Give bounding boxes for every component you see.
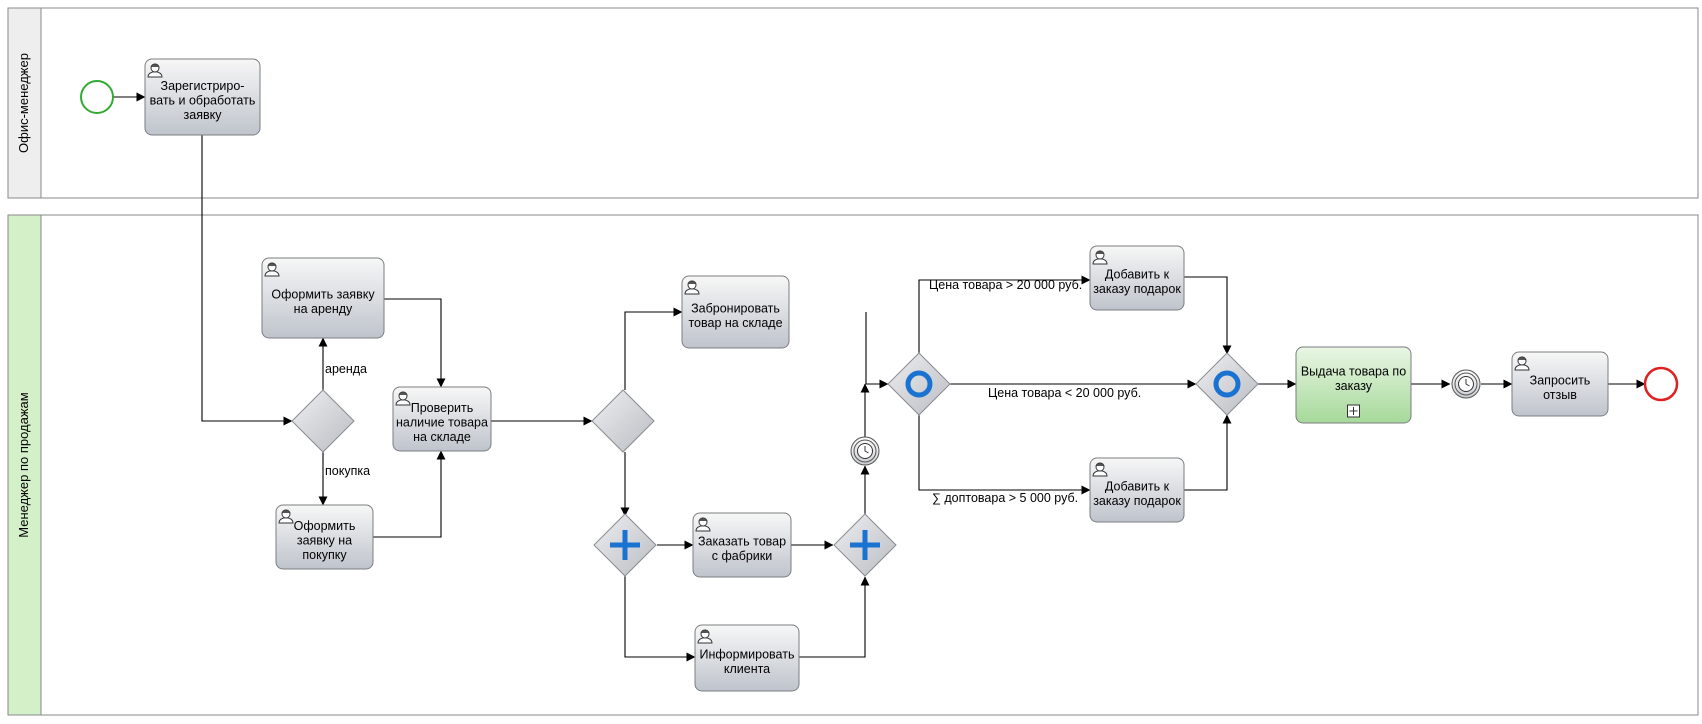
task-label-line: заказу подарок — [1093, 282, 1181, 296]
user-task-icon — [1092, 462, 1108, 477]
timer-event-issue[interactable] — [1451, 369, 1481, 399]
subprocess-plus-icon — [1347, 404, 1360, 418]
task-label-line: Забронировать — [691, 301, 780, 315]
timer-event-join[interactable] — [850, 436, 880, 466]
task-label-line: заказу — [1335, 379, 1373, 393]
timer-icon — [857, 443, 873, 459]
user-task-icon — [147, 63, 163, 78]
end-event[interactable] — [1643, 366, 1679, 402]
task-label-line: Добавить к — [1105, 267, 1170, 281]
exclusive-gateway-type[interactable] — [291, 389, 355, 453]
lane-office: Офис-менеджер — [7, 7, 1699, 199]
task-label-line: Заказать товар — [698, 534, 786, 548]
parallel-gateway-split[interactable] — [593, 513, 657, 577]
flow-reserve-incl — [865, 312, 889, 389]
inclusive-gateway-icon — [1213, 370, 1241, 398]
task-label-line: Оформить — [294, 519, 356, 533]
flow-purchase-check — [373, 450, 446, 538]
edge-label-rent: аренда — [325, 362, 367, 376]
task-label-line: Добавить к — [1105, 479, 1170, 493]
start-event[interactable] — [80, 80, 114, 114]
user-task-icon — [395, 391, 411, 406]
task-label-line: покупку — [302, 548, 347, 562]
task-label-line: заявку — [184, 108, 223, 122]
edge-label-price-high: Цена товара > 20 000 руб. — [929, 278, 1082, 292]
task-label-line: Зарегистриро- — [161, 79, 245, 93]
user-task-icon — [697, 629, 713, 644]
exclusive-gateway-stock[interactable] — [591, 389, 655, 453]
task-label-line: Запросить — [1530, 373, 1591, 387]
flow-incl-gift1 — [918, 275, 1091, 353]
inclusive-gateway-split[interactable] — [887, 352, 951, 416]
flow-incl-gift2 — [918, 415, 1091, 495]
parallel-gateway-icon — [610, 530, 640, 560]
task-label-line: клиента — [724, 662, 770, 676]
task-label-line: Выдача товара по — [1301, 364, 1406, 378]
task-label-line: на складе — [413, 430, 471, 444]
user-task-icon — [1514, 356, 1530, 371]
task-label-line: Оформить заявку — [271, 287, 375, 301]
task-label-line: Информировать — [700, 647, 795, 661]
user-task-icon — [264, 262, 280, 277]
inclusive-gateway-icon — [905, 370, 933, 398]
task-label-line: Проверить — [411, 401, 474, 415]
task-label-line: отзыв — [1543, 388, 1577, 402]
edge-label-purchase: покупка — [325, 464, 370, 478]
task-label-line: товар на складе — [688, 316, 782, 330]
flow-inform-join — [799, 576, 870, 658]
task-label-line: заказу подарок — [1093, 494, 1181, 508]
parallel-gateway-join[interactable] — [833, 513, 897, 577]
user-task-icon — [278, 509, 294, 524]
edge-label-extra-sum: ∑ доптовара > 5 000 руб. — [932, 491, 1078, 505]
flow-gift1-merge — [1184, 276, 1232, 355]
task-label-line: вать и обработать — [150, 94, 256, 108]
user-task-icon — [1092, 250, 1108, 265]
lane-title-sales: Менеджер по продажам — [16, 392, 31, 538]
flow-register-gateway — [201, 135, 293, 426]
flow-rent-check — [384, 298, 446, 388]
user-task-icon — [684, 280, 700, 295]
inclusive-gateway-merge[interactable] — [1195, 352, 1259, 416]
sequence-flows — [113, 92, 1646, 662]
flow-gateway-reserve — [624, 307, 683, 390]
lane-title-office: Офис-менеджер — [16, 53, 31, 153]
task-label-line: с фабрики — [712, 549, 773, 563]
timer-icon — [1458, 376, 1474, 392]
flow-parallel-inform — [624, 576, 696, 662]
task-label-line: наличие товара — [396, 416, 488, 430]
edge-label-price-low: Цена товара < 20 000 руб. — [988, 386, 1141, 400]
task-label-line: заявку на — [297, 534, 352, 548]
user-task-icon — [695, 517, 711, 532]
flow-gift2-merge — [1184, 414, 1232, 491]
parallel-gateway-icon — [850, 530, 880, 560]
task-label-line: на аренду — [294, 302, 353, 316]
